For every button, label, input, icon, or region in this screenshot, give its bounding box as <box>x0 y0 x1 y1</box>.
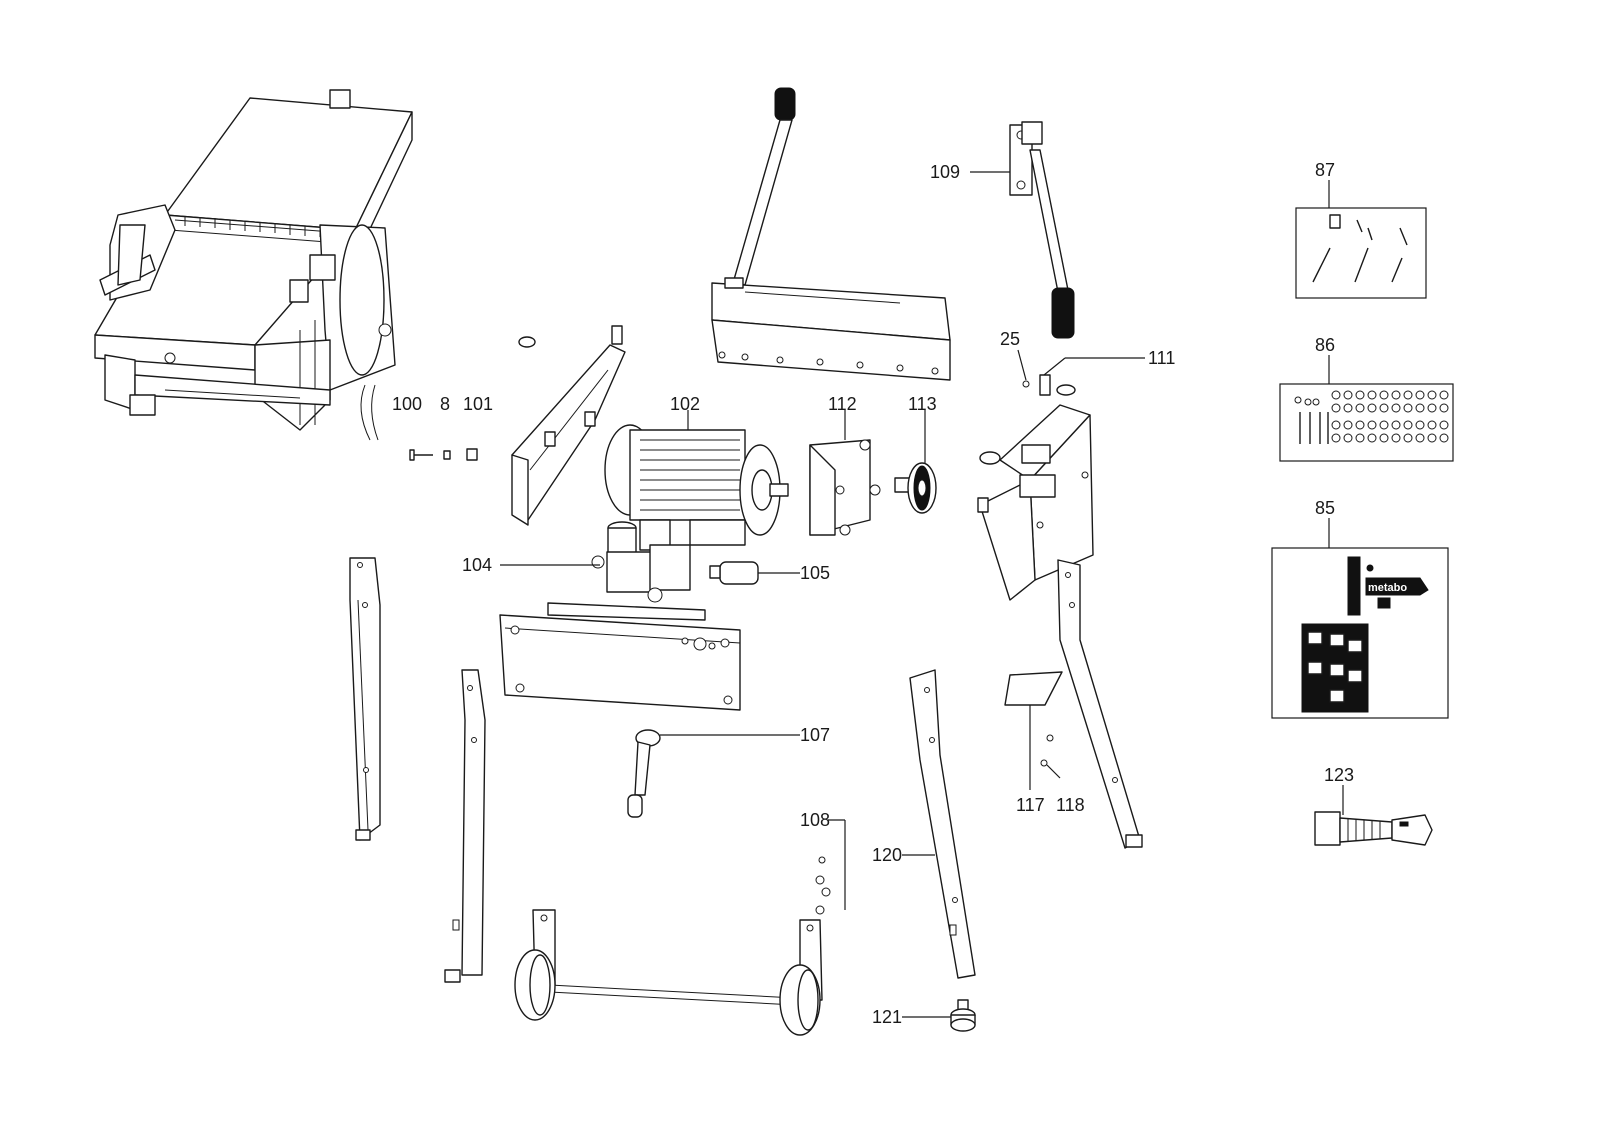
label-121: 121 <box>872 1007 902 1027</box>
part-121-foot <box>950 999 976 1032</box>
motor-mount-bracket <box>511 325 626 526</box>
motor-cooling-fins <box>640 439 740 511</box>
planer-main-unit <box>94 89 413 441</box>
part-113-pulley <box>894 462 937 514</box>
part-101-sleeve <box>466 448 478 461</box>
part-87-toolkit <box>1295 207 1427 299</box>
leg-right <box>1057 559 1143 849</box>
manual-illustrations <box>1307 631 1363 703</box>
label-123: 123 <box>1324 765 1354 785</box>
label-120: 120 <box>872 845 902 865</box>
leg-front-left <box>444 669 486 983</box>
part-107-crank <box>627 729 661 818</box>
label-111: 111 <box>1148 348 1175 368</box>
label-113: 113 <box>908 394 937 414</box>
brand-sticker-text: metabo <box>1368 582 1407 594</box>
part-109-handle <box>1009 121 1075 339</box>
label-117: 117 <box>1016 795 1045 815</box>
label-85: 85 <box>1315 498 1335 518</box>
label-105: 105 <box>800 563 830 583</box>
fastener-grid <box>1294 390 1449 444</box>
label-112: 112 <box>828 394 857 414</box>
motor-base-plate <box>499 602 741 711</box>
part-100-bolt <box>409 449 433 461</box>
part-102-motor <box>604 424 789 551</box>
wheel-axle-assembly <box>514 909 823 1036</box>
part-104-switch <box>591 521 691 603</box>
handle-and-guard-plate <box>711 87 951 381</box>
label-86: 86 <box>1315 335 1335 355</box>
part-123-power-plug <box>1314 811 1433 846</box>
leader-lines <box>500 171 1344 1018</box>
label-109: 109 <box>930 162 960 182</box>
label-107: 107 <box>800 725 830 745</box>
leg-rear-left <box>349 557 381 841</box>
label-101: 101 <box>463 394 493 414</box>
label-104: 104 <box>462 555 492 575</box>
right-mount-bracket <box>977 374 1094 601</box>
part-112-bracket <box>809 439 881 536</box>
label-8: 8 <box>440 394 450 414</box>
part-120-leg <box>909 669 976 979</box>
label-108: 108 <box>800 810 830 830</box>
label-25: 25 <box>1000 329 1020 349</box>
label-100: 100 <box>392 394 422 414</box>
part-105-capacitor <box>709 561 759 585</box>
label-102: 102 <box>670 394 700 414</box>
feed-rollers <box>169 216 346 244</box>
part-labels: 87 86 85 123 109 25 111 100 8 101 102 11… <box>392 160 1354 1027</box>
label-87: 87 <box>1315 160 1335 180</box>
label-118: 118 <box>1056 795 1085 815</box>
part-8-nut <box>443 450 451 460</box>
part-108-washers <box>815 856 831 915</box>
part-86-fastener-set <box>1279 383 1454 462</box>
part-118-nut <box>1040 734 1054 767</box>
part-117-plate <box>1004 671 1063 706</box>
part-85-labels-and-manual: metabo <box>1271 547 1449 719</box>
